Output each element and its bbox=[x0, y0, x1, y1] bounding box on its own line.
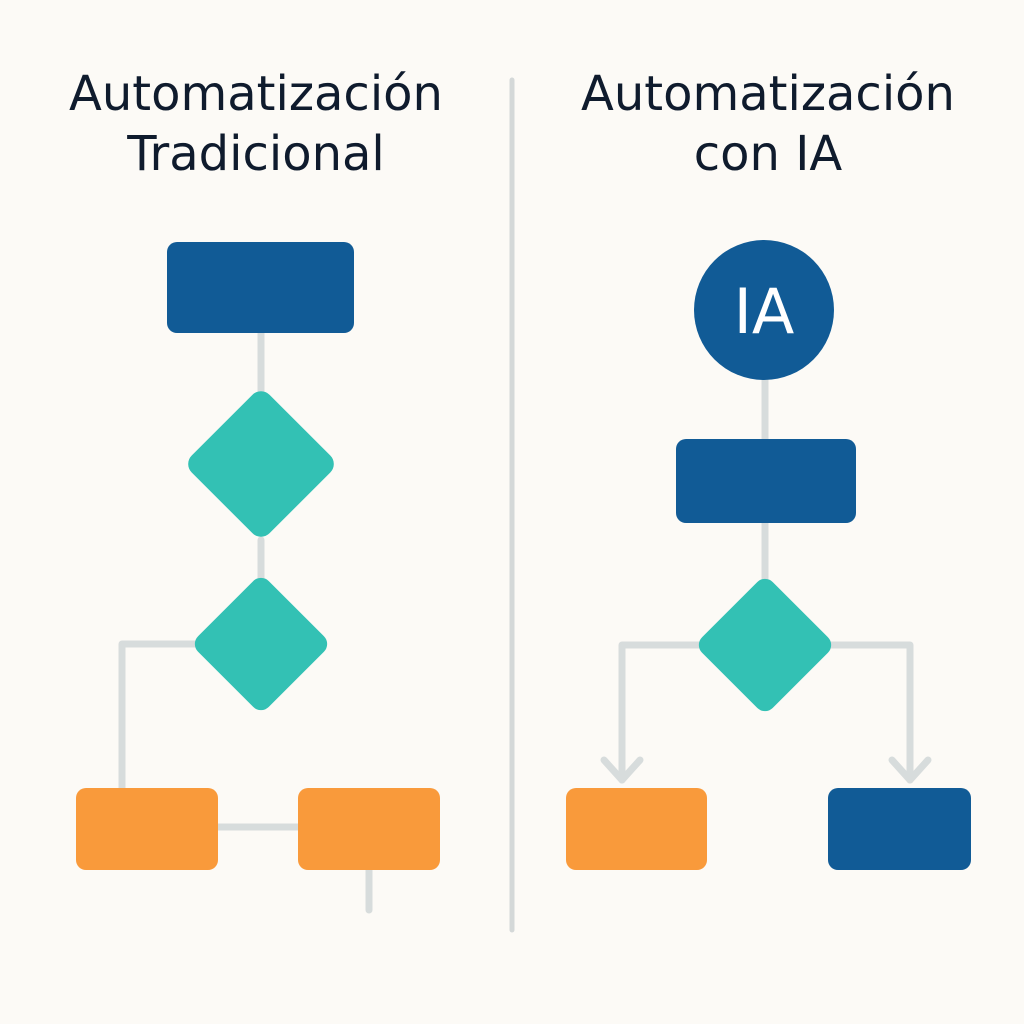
arrowhead-right-output bbox=[888, 756, 932, 784]
ai-decision-diamond bbox=[698, 578, 832, 712]
title-traditional-automation: Automatización Tradicional bbox=[0, 64, 512, 184]
traditional-decision-diamond-1 bbox=[188, 391, 334, 537]
traditional-output-box-left bbox=[76, 788, 218, 870]
arrowhead-left-output bbox=[600, 756, 644, 784]
title-left-line-1: Automatización bbox=[69, 66, 443, 122]
ai-connectors bbox=[600, 374, 932, 784]
traditional-start-process-box bbox=[167, 242, 354, 333]
title-ai-automation: Automatización con IA bbox=[512, 64, 1024, 184]
ai-flow: IA bbox=[566, 240, 971, 870]
connector-decision-to-left-output bbox=[618, 641, 716, 784]
title-right-line-1: Automatización bbox=[581, 66, 955, 122]
title-left-line-2: Tradicional bbox=[127, 126, 385, 182]
traditional-flow bbox=[76, 242, 440, 914]
connector-decision-to-right-output bbox=[814, 641, 914, 784]
traditional-output-box-right bbox=[298, 788, 440, 870]
ai-output-box-orange bbox=[566, 788, 707, 870]
title-right-line-2: con IA bbox=[693, 126, 843, 182]
ai-output-box-blue bbox=[828, 788, 971, 870]
ai-process-box bbox=[676, 439, 856, 523]
ia-node-label: IA bbox=[734, 275, 795, 348]
ia-node bbox=[694, 240, 834, 380]
traditional-decision-diamond-2 bbox=[194, 577, 328, 711]
connector-decision-2-to-left-output bbox=[118, 640, 200, 792]
